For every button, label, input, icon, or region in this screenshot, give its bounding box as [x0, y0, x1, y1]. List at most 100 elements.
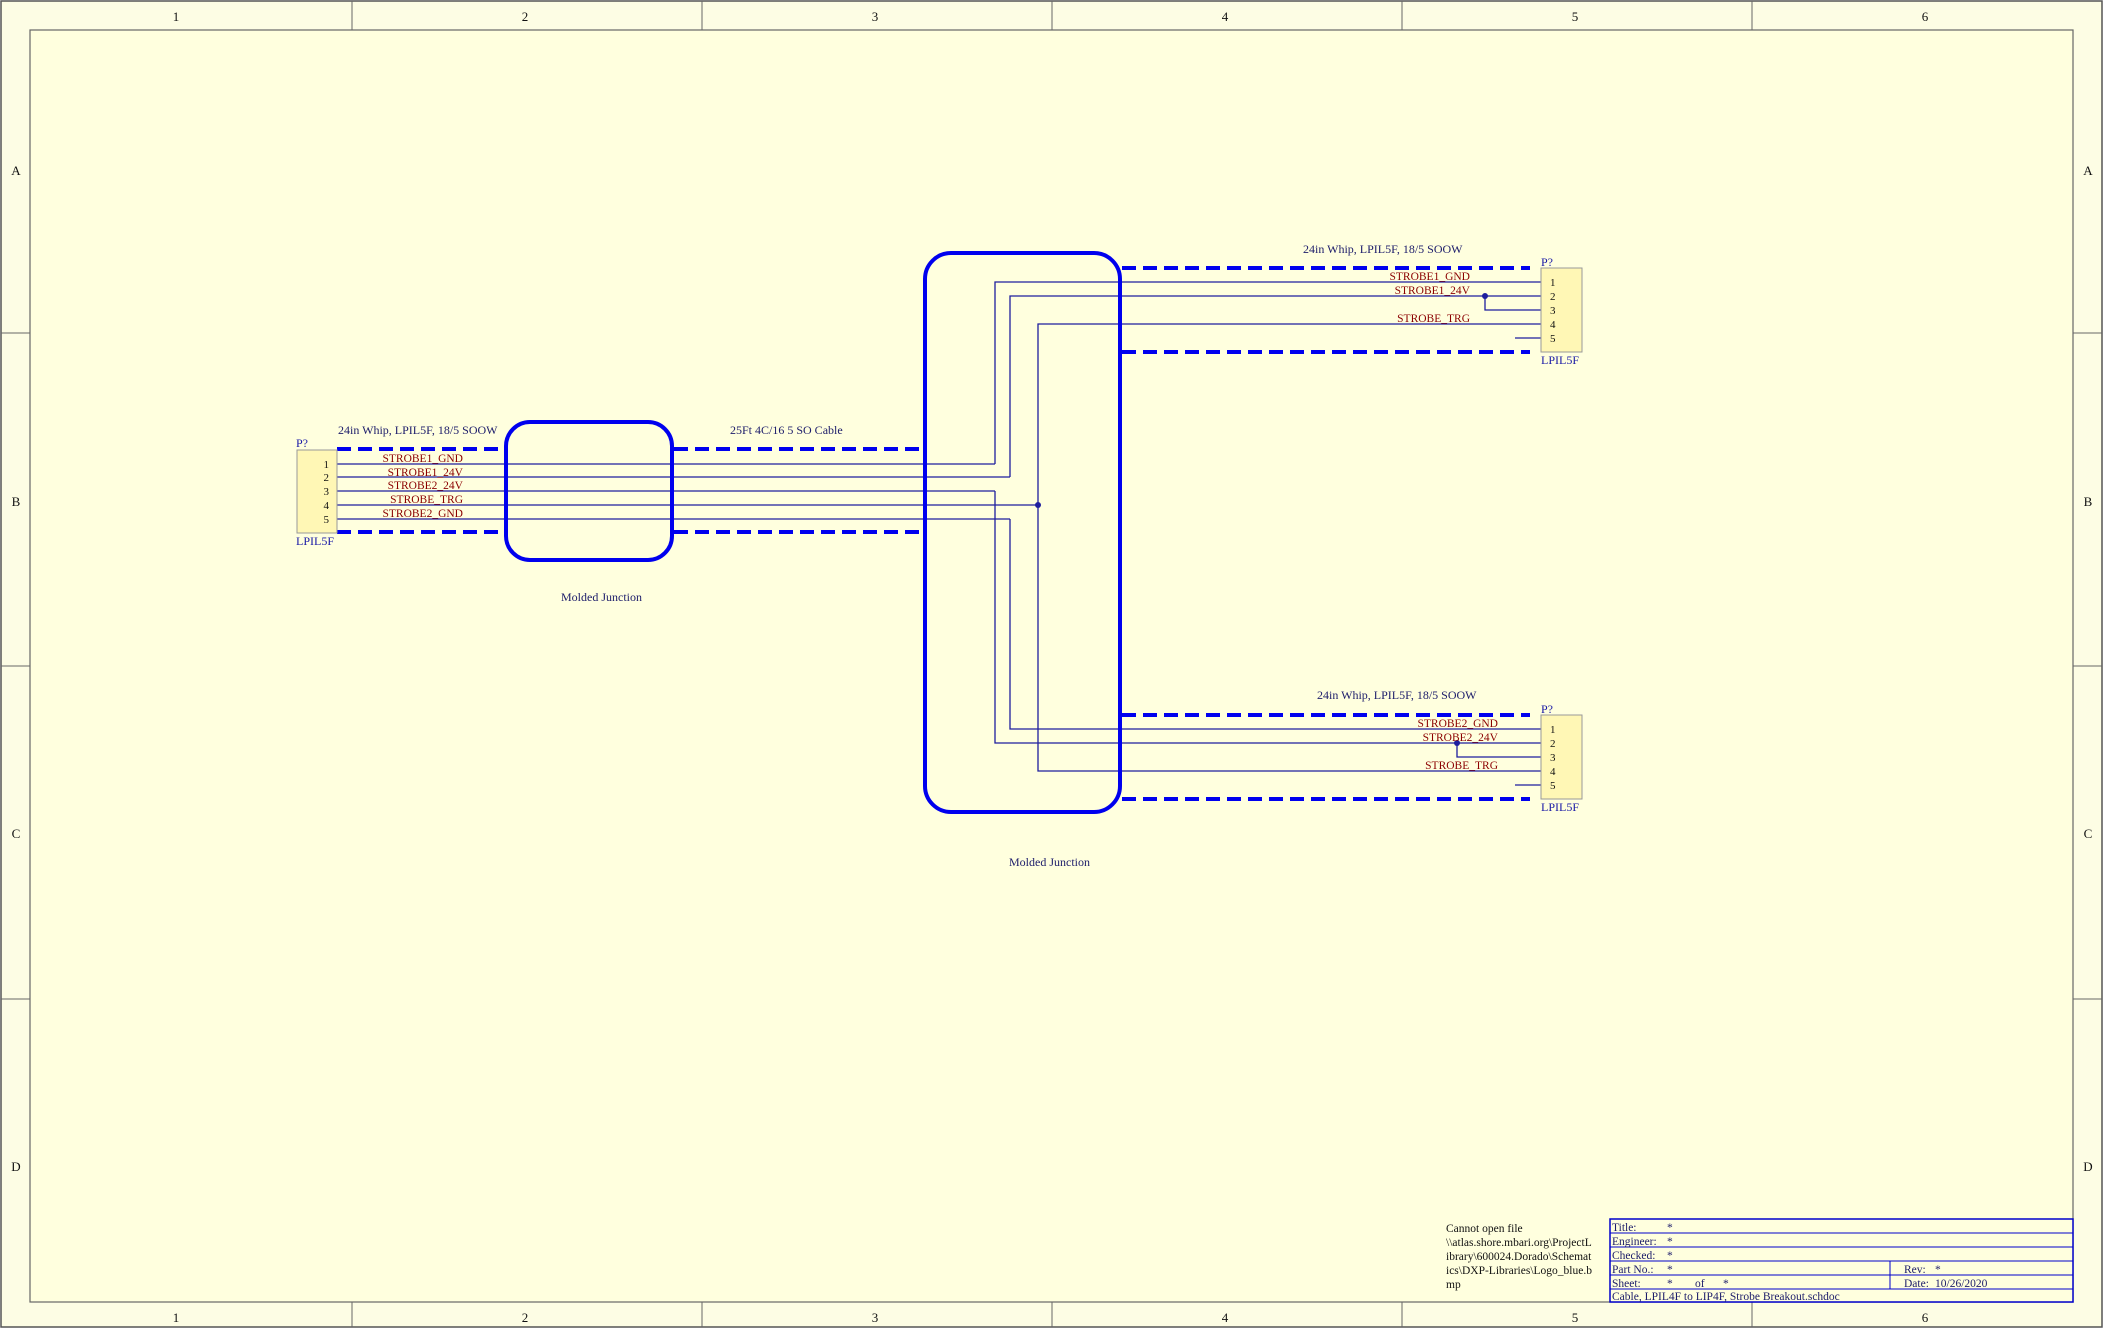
zone-col-bottom-1: 1	[173, 1310, 180, 1325]
connector-left-designator: P?	[296, 436, 308, 450]
net-labels-top-right: STROBE1_GND STROBE1_24V STROBE_TRG	[1389, 271, 1470, 325]
connector-left: P? LPIL5F 1 2 3 4 5	[296, 436, 338, 548]
zone-row-right-d: D	[2083, 1159, 2092, 1174]
zone-row-left-b: B	[12, 494, 21, 509]
connector-top-right-body	[1540, 267, 1583, 353]
junction-dot-bottom-24v	[1454, 740, 1460, 746]
logo-error-text: Cannot open file \\atlas.shore.mbari.org…	[1446, 1223, 1592, 1291]
zone-col-top-6: 6	[1922, 9, 1929, 24]
date-label: Date:	[1904, 1278, 1929, 1290]
zone-col-bottom-4: 4	[1222, 1310, 1229, 1325]
connector-top-right-pin-5: 5	[1550, 333, 1556, 345]
cable-jackets	[337, 266, 1530, 801]
zone-col-top-2: 2	[522, 9, 529, 24]
logo-error-line-5: mp	[1446, 1279, 1461, 1291]
junction-dot-trg	[1035, 502, 1041, 508]
zone-col-top-5: 5	[1572, 9, 1579, 24]
logo-error-line-2: \\atlas.shore.mbari.org\ProjectL	[1446, 1237, 1592, 1249]
connector-top-right-designator: P?	[1541, 255, 1553, 269]
connector-bottom-right: P? LPIL5F 1 2 3 4 5	[1540, 702, 1583, 814]
cable-label-top-whip: 24in Whip, LPIL5F, 18/5 SOOW	[1303, 242, 1463, 256]
connector-left-body	[296, 449, 338, 534]
sheet-of-value: *	[1723, 1278, 1729, 1290]
connector-left-pin-3: 3	[324, 486, 330, 498]
net-label-top-3: STROBE_TRG	[1397, 313, 1470, 325]
connector-left-pin-5: 5	[324, 514, 330, 526]
connector-bottom-right-pin-5: 5	[1550, 780, 1556, 792]
cable-label-trunk: 25Ft 4C/16 5 SO Cable	[730, 423, 843, 437]
connector-top-right-pin-3: 3	[1550, 305, 1556, 317]
wire-strobe1-gnd-top	[994, 281, 1541, 464]
rev-label: Rev:	[1904, 1264, 1926, 1276]
zone-row-left-a: A	[11, 163, 21, 178]
net-labels-left: STROBE1_GND STROBE1_24V STROBE2_24V STRO…	[382, 453, 463, 520]
logo-error-line-4: ics\DXP-Libraries\Logo_blue.b	[1446, 1265, 1592, 1277]
zone-col-top-1: 1	[173, 9, 180, 24]
zone-row-right-b: B	[2084, 494, 2093, 509]
title-block: Title: * Engineer: * Checked: * Part No.…	[1609, 1218, 2074, 1303]
net-label-bottom-2: STROBE2_24V	[1423, 732, 1499, 744]
sheet-inner-border	[29, 29, 2074, 1303]
wire-strobe-trg-top	[1037, 323, 1541, 505]
connector-bottom-right-pin-3: 3	[1550, 752, 1556, 764]
logo-error-line-1: Cannot open file	[1446, 1223, 1523, 1235]
net-label-bottom-3: STROBE_TRG	[1425, 760, 1498, 772]
wire-strobe2-24v-bottom	[994, 491, 1541, 744]
logo-error-line-3: ibrary\600024.Dorado\Schemat	[1446, 1251, 1592, 1263]
engineer-label: Engineer:	[1612, 1236, 1657, 1248]
net-label-top-1: STROBE1_GND	[1389, 271, 1470, 283]
zone-row-left-d: D	[11, 1159, 20, 1174]
connector-left-pin-2: 2	[324, 472, 330, 484]
connector-left-pin-1: 1	[324, 459, 330, 471]
molded-junction-right	[923, 251, 1122, 814]
part-no-value: *	[1667, 1264, 1673, 1276]
net-label-left-1: STROBE1_GND	[382, 453, 463, 465]
sheet-label: Sheet:	[1612, 1278, 1641, 1290]
wires	[337, 281, 1541, 786]
sheet-value: *	[1667, 1278, 1673, 1290]
zone-col-bottom-5: 5	[1572, 1310, 1579, 1325]
document-filename: Cable, LPIL4F to LIP4F, Strobe Breakout.…	[1612, 1291, 1840, 1303]
rev-value: *	[1935, 1264, 1941, 1276]
connector-top-right: P? LPIL5F 1 2 3 4 5	[1540, 255, 1583, 367]
window-right-margin	[2103, 0, 2113, 1328]
connector-bottom-right-part: LPIL5F	[1541, 800, 1579, 814]
net-label-top-2: STROBE1_24V	[1395, 285, 1471, 297]
checked-value: *	[1667, 1250, 1673, 1262]
connector-bottom-right-body	[1540, 714, 1583, 800]
net-label-left-2: STROBE1_24V	[388, 467, 464, 479]
wire-strobe1-24v-top	[1009, 295, 1541, 477]
connector-top-right-pin-2: 2	[1550, 291, 1556, 303]
connector-bottom-right-designator: P?	[1541, 702, 1553, 716]
checked-label: Checked:	[1612, 1250, 1655, 1262]
zone-col-top-4: 4	[1222, 9, 1229, 24]
connector-left-part: LPIL5F	[296, 534, 334, 548]
junction-dots	[1035, 293, 1488, 746]
title-value: *	[1667, 1222, 1673, 1234]
connector-top-right-pin-1: 1	[1550, 277, 1556, 289]
zone-col-bottom-3: 3	[872, 1310, 879, 1325]
jumper-bottom-pin2-pin3	[1456, 743, 1541, 758]
net-label-left-4: STROBE_TRG	[390, 494, 463, 506]
date-value: 10/26/2020	[1935, 1278, 1988, 1290]
cable-label-bottom-whip: 24in Whip, LPIL5F, 18/5 SOOW	[1317, 688, 1477, 702]
part-no-label: Part No.:	[1612, 1264, 1654, 1276]
connector-left-pin-4: 4	[324, 500, 330, 512]
net-labels-bottom-right: STROBE2_GND STROBE2_24V STROBE_TRG	[1417, 718, 1498, 772]
wire-strobe-trg-bottom	[1037, 505, 1541, 772]
junction-dot-top-24v	[1482, 293, 1488, 299]
title-label: Title:	[1612, 1222, 1637, 1234]
jumper-top-pin2-pin3	[1484, 296, 1541, 311]
net-label-left-5: STROBE2_GND	[382, 508, 463, 520]
engineer-value: *	[1667, 1236, 1673, 1248]
connector-bottom-right-pin-1: 1	[1550, 724, 1556, 736]
molded-junction-left	[504, 420, 674, 562]
connector-bottom-right-pin-4: 4	[1550, 766, 1556, 778]
zone-col-top-3: 3	[872, 9, 879, 24]
wire-strobe2-gnd-bottom	[1009, 519, 1541, 730]
zone-col-bottom-2: 2	[522, 1310, 529, 1325]
cable-label-left-whip: 24in Whip, LPIL5F, 18/5 SOOW	[338, 423, 498, 437]
zone-row-right-c: C	[2084, 826, 2093, 841]
